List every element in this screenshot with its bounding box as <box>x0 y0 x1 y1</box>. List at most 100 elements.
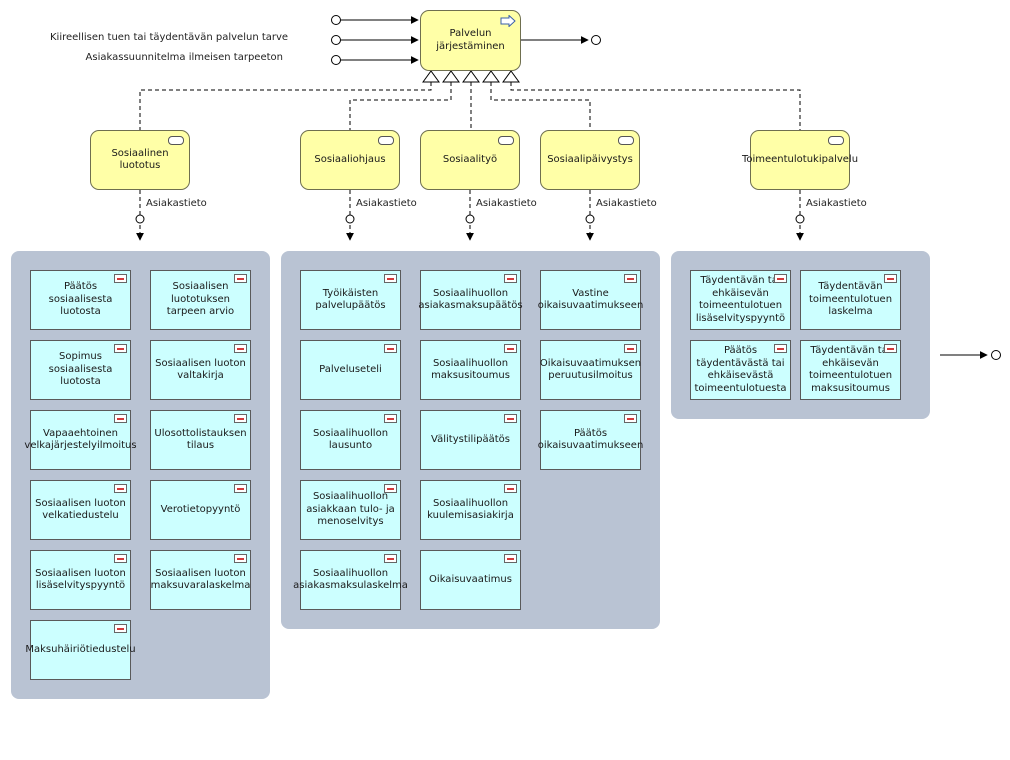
data-object[interactable]: Sosiaalihuollon asiakkaan tulo- ja menos… <box>300 480 401 540</box>
data-object[interactable]: Sosiaalihuollon asiakasmaksupäätös <box>418 270 523 330</box>
data-object[interactable]: Sosiaalisen luoton valtakirja <box>150 340 251 400</box>
data-object[interactable]: Päätös oikaisuvaatimukseen <box>538 410 643 470</box>
document-icon <box>774 274 787 283</box>
document-icon <box>234 554 247 563</box>
object-label: Maksuhäiriötiedustelu <box>25 643 136 655</box>
object-label: Sosiaalihuollon kuulemisasiakirja <box>427 497 514 522</box>
data-object[interactable]: Täydentävän toimeentulotuen laskelma <box>800 270 901 330</box>
data-object[interactable]: Oikaisuvaatimuksen peruutusilmoitus <box>540 340 641 400</box>
service-sosiaaliohjaus[interactable]: Sosiaaliohjaus <box>300 130 400 190</box>
data-object[interactable]: Vapaaehtoinen velkajärjestelyilmoitus <box>24 410 137 470</box>
data-object[interactable]: Sosiaalisen luototuksen tarpeen arvio <box>150 270 251 330</box>
object-label: Sosiaalihuollon asiakasmaksulaskelma <box>293 567 408 592</box>
service-sosiaalityo[interactable]: Sosiaalityö <box>420 130 520 190</box>
data-object[interactable]: Sosiaalisen luoton velkatiedustelu <box>30 480 131 540</box>
process-label: Palvelun järjestäminen <box>436 28 505 52</box>
data-object[interactable]: Sosiaalihuollon lausunto <box>300 410 401 470</box>
object-label: Sosiaalisen luoton valtakirja <box>155 357 246 382</box>
object-label: Vapaaehtoinen velkajärjestelyilmoitus <box>24 427 137 452</box>
input-label-1: Kiireellisen tuen tai täydentävän palvel… <box>50 32 289 43</box>
object-label: Sosiaalihuollon maksusitoumus <box>431 357 510 382</box>
data-object[interactable]: Päätös sosiaalisesta luotosta <box>30 270 131 330</box>
service-label: Sosiaalinen luototus <box>111 147 169 172</box>
flow-label: Asiakastieto <box>596 198 657 209</box>
data-object[interactable]: Sosiaalihuollon asiakasmaksulaskelma <box>293 550 408 610</box>
document-icon <box>884 344 897 353</box>
document-icon <box>114 344 127 353</box>
object-label: Vastine oikaisuvaatimukseen <box>537 287 644 312</box>
service-icon <box>168 136 184 145</box>
object-label: Sosiaalisen luototuksen tarpeen arvio <box>166 281 235 318</box>
document-icon <box>384 344 397 353</box>
document-icon <box>884 274 897 283</box>
document-icon <box>384 484 397 493</box>
document-icon <box>624 414 637 423</box>
data-object[interactable]: Sosiaalisen luoton maksuvaralaskelma <box>150 550 251 610</box>
service-icon <box>828 136 844 145</box>
service-links <box>139 82 801 130</box>
document-icon <box>114 624 127 633</box>
object-label: Ulosottolistauksen tilaus <box>154 427 247 452</box>
document-icon <box>504 484 517 493</box>
service-icon <box>498 136 514 145</box>
object-label: Päätös sosiaalisesta luotosta <box>48 281 113 318</box>
object-label: Välitystilipäätös <box>431 433 510 445</box>
data-object[interactable]: Sopimus sosiaalisesta luotosta <box>30 340 131 400</box>
document-icon <box>504 554 517 563</box>
process-palvelun-jarjestaminen[interactable]: Palvelun järjestäminen <box>420 10 521 71</box>
data-object[interactable]: Palveluseteli <box>300 340 401 400</box>
object-label: Oikaisuvaatimus <box>429 573 512 585</box>
document-icon <box>504 344 517 353</box>
service-sosiaalipaivystys[interactable]: Sosiaalipäivystys <box>540 130 640 190</box>
object-label: Sosiaalisen luoton velkatiedustelu <box>35 497 126 522</box>
object-label: Täydentävän toimeentulotuen laskelma <box>808 281 893 318</box>
flow-label: Asiakastieto <box>146 198 207 209</box>
service-sosiaalinen-luototus[interactable]: Sosiaalinen luototus <box>90 130 190 190</box>
service-toimeentulotukipalvelu[interactable]: Toimeentulotukipalvelu <box>742 130 858 190</box>
document-icon <box>774 344 787 353</box>
object-label: Sosiaalihuollon lausunto <box>312 427 389 452</box>
service-label: Sosiaaliohjaus <box>314 153 386 165</box>
object-label: Sopimus sosiaalisesta luotosta <box>48 351 113 388</box>
data-object[interactable]: Sosiaalisen luoton lisäselvityspyyntö <box>30 550 131 610</box>
data-object[interactable]: Verotietopyyntö <box>150 480 251 540</box>
object-label: Sosiaalisen luoton maksuvaralaskelma <box>150 567 251 592</box>
document-icon <box>504 274 517 283</box>
flow-label: Asiakastieto <box>476 198 537 209</box>
document-icon <box>504 414 517 423</box>
data-object[interactable]: Vastine oikaisuvaatimukseen <box>537 270 644 330</box>
document-icon <box>234 344 247 353</box>
data-object[interactable]: Työikäisten palvelupäätös <box>300 270 401 330</box>
object-label: Sosiaalisen luoton lisäselvityspyyntö <box>35 567 126 592</box>
document-icon <box>234 274 247 283</box>
data-object[interactable]: Sosiaalihuollon maksusitoumus <box>420 340 521 400</box>
process-arrow-icon <box>500 15 516 27</box>
data-object[interactable]: Oikaisuvaatimus <box>420 550 521 610</box>
document-icon <box>234 484 247 493</box>
data-object[interactable]: Päätös täydentävästä tai ehkäisevästä to… <box>690 340 791 400</box>
data-object[interactable]: Sosiaalihuollon kuulemisasiakirja <box>420 480 521 540</box>
data-object[interactable]: Täydentävän tai ehkäisevän toimeentulotu… <box>690 270 791 330</box>
object-label: Täydentävän tai ehkäisevän toimeentulotu… <box>695 275 786 324</box>
input-label-2: Asiakassuunnitelma ilmeisen tarpeeton <box>85 52 283 63</box>
object-label: Päätös täydentävästä tai ehkäisevästä to… <box>694 345 787 394</box>
realization-triangles <box>422 70 520 83</box>
document-icon <box>624 274 637 283</box>
service-icon <box>618 136 634 145</box>
document-icon <box>114 554 127 563</box>
object-label: Sosiaalihuollon asiakasmaksupäätös <box>418 287 523 312</box>
document-icon <box>384 274 397 283</box>
document-icon <box>384 554 397 563</box>
document-icon <box>234 414 247 423</box>
object-label: Oikaisuvaatimuksen peruutusilmoitus <box>539 357 642 382</box>
object-label: Täydentävän tai ehkäisevän toimeentulotu… <box>808 345 893 394</box>
document-icon <box>384 414 397 423</box>
data-object[interactable]: Välitystilipäätös <box>420 410 521 470</box>
service-icon <box>378 136 394 145</box>
data-object[interactable]: Ulosottolistauksen tilaus <box>150 410 251 470</box>
service-label: Sosiaalityö <box>442 153 498 165</box>
data-object[interactable]: Maksuhäiriötiedustelu <box>25 620 136 680</box>
data-object[interactable]: Täydentävän tai ehkäisevän toimeentulotu… <box>800 340 901 400</box>
flow-label: Asiakastieto <box>806 198 867 209</box>
